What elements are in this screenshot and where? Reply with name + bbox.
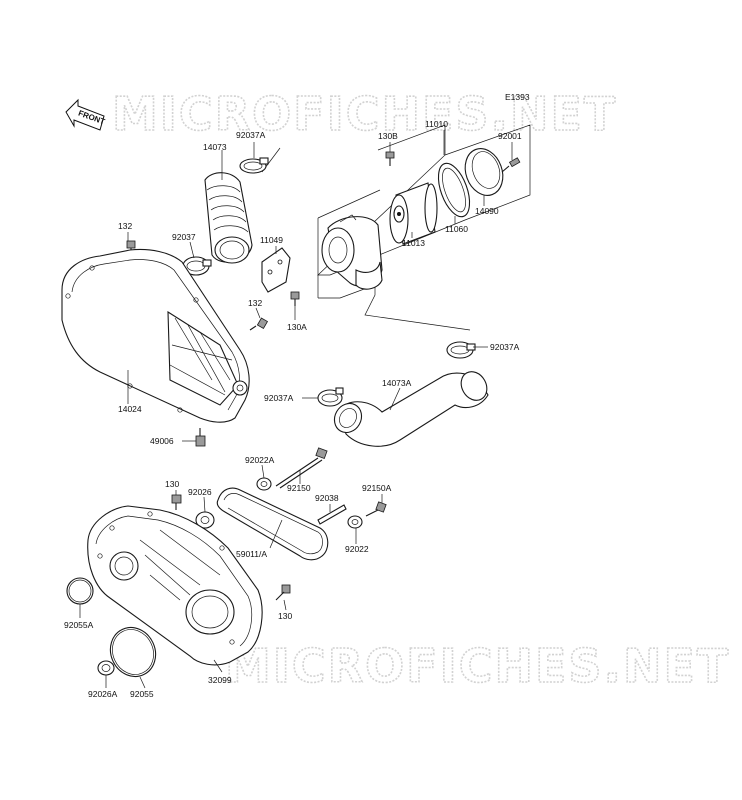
- label-92037: 92037: [172, 232, 196, 242]
- label-11013: 11013: [402, 238, 425, 248]
- part-14073a-duct: [333, 371, 489, 447]
- part-130-bolt-bottom-icon: [275, 584, 291, 601]
- label-92037a-top: 92037A: [236, 130, 266, 140]
- label-14024: 14024: [118, 404, 142, 414]
- part-32099-inner-cover: [87, 505, 263, 666]
- label-92026: 92026: [188, 487, 212, 497]
- label-130a: 130A: [287, 322, 307, 332]
- watermark-top: MICROFICHES.NET: [112, 87, 617, 141]
- label-92022: 92022: [345, 544, 369, 554]
- label-11010: 11010: [425, 119, 448, 129]
- label-92150: 92150: [287, 483, 311, 493]
- part-130a-bolt-icon: [290, 291, 300, 306]
- part-92026a-seal-icon: [97, 660, 115, 676]
- part-92038-pin-icon: [317, 504, 347, 525]
- watermark-bottom: MICROFICHES.NET: [225, 639, 730, 693]
- part-92150a-bolt-icon: [365, 501, 387, 517]
- label-92150a: 92150A: [362, 483, 392, 493]
- label-92001: 92001: [498, 131, 522, 141]
- part-92150-bolt-icon: [275, 447, 328, 489]
- part-airbox-housing: [321, 214, 383, 290]
- label-92037a-right: 92037A: [490, 342, 520, 352]
- part-59011a-belt: [216, 487, 329, 561]
- part-132-bolt-mid-icon: [249, 317, 269, 331]
- part-92022-washer-icon: [347, 515, 363, 529]
- part-92022a-washer-icon: [256, 477, 272, 491]
- part-49006-plug-icon: [195, 428, 206, 447]
- label-130-bottom: 130: [278, 611, 292, 621]
- part-11049-bracket: [261, 247, 291, 293]
- label-130b: 130B: [378, 131, 398, 141]
- label-59011a: 59011/A: [236, 549, 267, 559]
- label-92037a-mid: 92037A: [264, 393, 294, 403]
- leader-lines: [79, 130, 513, 689]
- part-14073-duct: [204, 172, 253, 264]
- label-92038: 92038: [315, 493, 339, 503]
- label-32099: 32099: [208, 675, 232, 685]
- clamp-92037a-mid-icon: [317, 387, 344, 407]
- label-14090: 14090: [475, 206, 499, 216]
- airbox-outline: [377, 124, 446, 155]
- part-130-bolt-top-icon: [171, 494, 182, 510]
- label-92026a: 92026A: [88, 689, 118, 699]
- label-11049: 11049: [260, 235, 283, 245]
- part-11013-filter: [389, 182, 438, 245]
- label-11060: 11060: [445, 224, 468, 234]
- part-14090-cap-icon: [464, 148, 504, 196]
- label-49006: 49006: [150, 436, 174, 446]
- label-92022a: 92022A: [245, 455, 275, 465]
- part-14024-cover: [61, 248, 250, 423]
- label-92055a: 92055A: [64, 620, 94, 630]
- diagram-code: E1393: [505, 92, 530, 102]
- part-92026-washer-icon: [195, 511, 215, 529]
- label-130-top: 130: [165, 479, 179, 489]
- clamp-92037a-top-icon: [239, 157, 269, 174]
- label-14073a: 14073A: [382, 378, 412, 388]
- part-92055a-oring-icon: [66, 577, 94, 605]
- part-labels: 92037A 14073 130B 11010 92001 132 92037 …: [64, 119, 522, 699]
- part-92055-oring-icon: [109, 626, 157, 678]
- label-132-top: 132: [118, 221, 132, 231]
- part-11060-ring-icon: [437, 162, 471, 218]
- clamp-92037-icon: [182, 256, 212, 276]
- label-14073: 14073: [203, 142, 227, 152]
- label-92055: 92055: [130, 689, 154, 699]
- part-130b-bolt-icon: [385, 151, 395, 166]
- clamp-92037a-right-icon: [446, 341, 476, 359]
- part-92001-screw-icon: [501, 157, 521, 173]
- label-132-mid: 132: [248, 298, 262, 308]
- front-arrow-icon: FRONT: [65, 98, 106, 131]
